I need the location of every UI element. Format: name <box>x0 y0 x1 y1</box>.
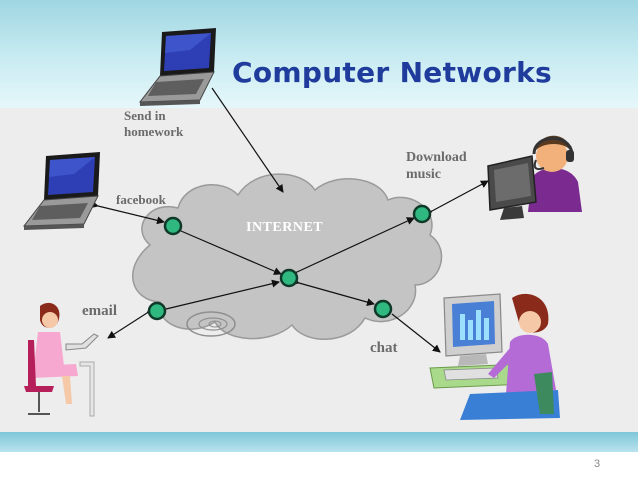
link-hub-download <box>288 217 415 279</box>
person-laptop-icon <box>24 302 99 417</box>
person-headset-icon <box>487 135 582 220</box>
link-facebook-hub <box>172 224 282 275</box>
node-facebook <box>163 216 183 236</box>
label-internet: INTERNET <box>246 220 324 235</box>
node-chat <box>373 299 393 319</box>
person-computer-icon <box>429 293 560 420</box>
label-email: email <box>82 303 117 319</box>
link-hub-chat <box>291 277 375 306</box>
cloud-icon <box>132 173 443 340</box>
label-send-homework: Send in homework <box>124 108 184 139</box>
link-download <box>423 180 489 218</box>
node-email <box>147 301 167 321</box>
page-number: 3 <box>594 458 601 470</box>
link-email-hub <box>158 279 280 315</box>
link-facebook <box>90 200 165 225</box>
footer-band <box>0 432 638 452</box>
link-chat <box>391 313 441 353</box>
link-homework-to-cloud <box>211 87 284 193</box>
label-facebook: facebook <box>116 192 166 207</box>
laptop-icon <box>22 152 100 230</box>
connections <box>90 87 489 353</box>
internet-cloud <box>132 173 443 340</box>
label-download-music: Download music <box>406 150 467 182</box>
node-download <box>412 204 432 224</box>
nodes <box>147 204 432 321</box>
laptop-icon <box>138 28 216 106</box>
header-band <box>0 0 638 108</box>
node-hub <box>279 268 299 288</box>
slide-title: Computer Networks <box>232 56 552 89</box>
bottom-strip <box>0 452 638 479</box>
link-email <box>107 305 156 339</box>
label-chat: chat <box>370 340 398 356</box>
